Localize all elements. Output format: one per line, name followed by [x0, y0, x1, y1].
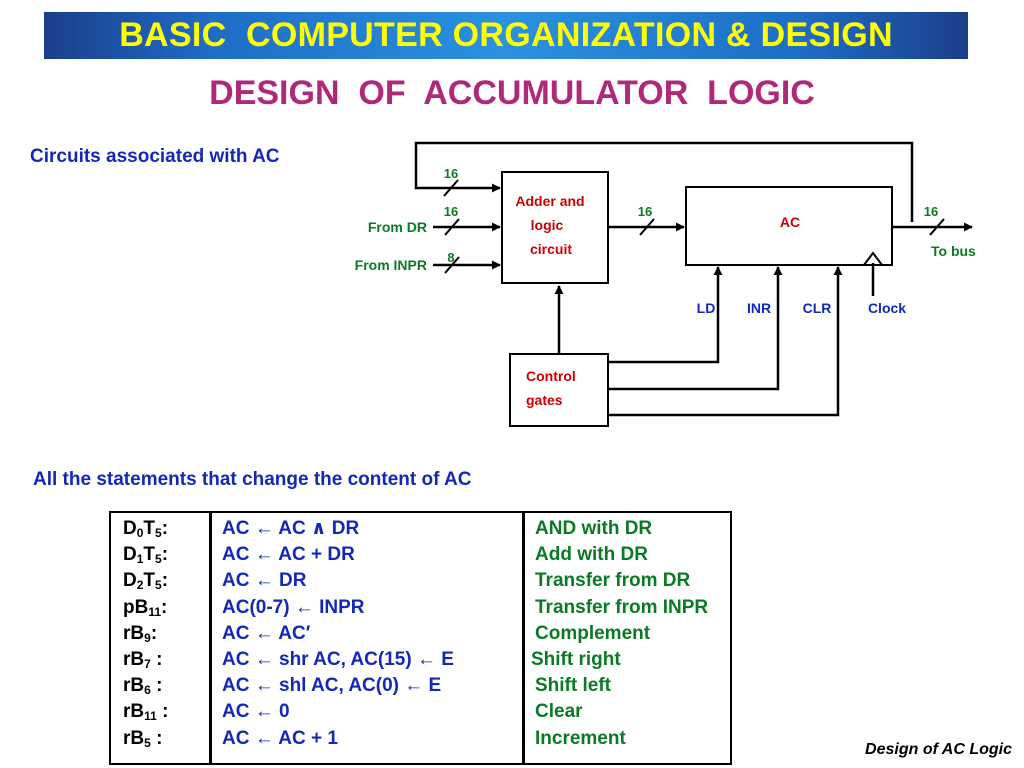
statement-operation: AC ← shl AC, AC(0) ← E [222, 675, 442, 697]
statement-condition: D0T5: [123, 518, 169, 540]
statement-condition: D1T5: [123, 544, 169, 567]
adder-label-line2: logic [531, 217, 564, 233]
from-inpr-slash [444, 256, 460, 274]
header-bar [44, 12, 968, 59]
inr-label: INR [747, 300, 771, 316]
from-inpr-label: From INPR [355, 257, 427, 273]
statement-description: Transfer from DR [535, 570, 691, 592]
adder-logic-block [501, 171, 609, 284]
from-dr-slash [444, 218, 460, 236]
ac-out-slash [929, 218, 945, 236]
statement-condition: D2T5: [123, 570, 169, 593]
statement-description: Clear [535, 701, 583, 723]
adder-to-ac-bus-width: 16 [638, 204, 652, 219]
statement-description: Shift right [531, 648, 621, 670]
control-label-line1: Control [526, 368, 576, 384]
statement-condition: rB7 : [123, 648, 163, 671]
statement-description: Transfer from INPR [535, 596, 709, 618]
from-dr-label: From DR [368, 219, 427, 235]
control-label-line2: gates [526, 392, 563, 408]
feedback-bus-slash [443, 179, 459, 197]
to-bus-label: To bus [931, 243, 976, 259]
statement-condition: rB11 : [123, 701, 169, 724]
ac-out-bus-width: 16 [924, 204, 938, 219]
from-dr-bus-width: 16 [444, 204, 458, 219]
inr-signal-line [608, 266, 783, 391]
statement-description: Complement [535, 622, 651, 644]
ac-label: AC [780, 214, 800, 230]
ld-signal-line [608, 266, 723, 364]
ld-label: LD [697, 300, 716, 316]
adder-label-line1: Adder and [515, 193, 584, 209]
control-gates-block [509, 353, 609, 427]
header-title: BASIC COMPUTER ORGANIZATION & DESIGN [119, 16, 893, 54]
slide-title: DESIGN OF ACCUMULATOR LOGIC [209, 74, 815, 112]
statement-operation: AC ← AC ∧ DR [222, 518, 360, 539]
statement-condition: rB6 : [123, 675, 163, 698]
statement-operation: AC ← AC + DR [222, 544, 355, 566]
description-column: AND with DR Add with DR Transfer from DR Tr… [524, 512, 732, 764]
ac-register-block [685, 186, 893, 266]
clock-label: Clock [868, 300, 906, 316]
statement-description: Add with DR [535, 544, 648, 566]
statement-operation: AC ← AC′ [222, 622, 311, 644]
ac-statements-table: D0T5: D1T5: D2T5: pB11: rB9: rB7 : rB6 : rB11 :… [109, 511, 732, 765]
feedback-bus-width: 16 [444, 166, 458, 181]
operation-column: AC ← AC ∧ DR AC ← AC + DR AC ← DR AC(0-7) ←… [210, 512, 525, 764]
clock-edge-symbol [863, 251, 883, 266]
adder-label-line3: circuit [530, 241, 572, 257]
statement-operation: AC(0-7) ← INPR [222, 596, 365, 618]
statement-description: Increment [535, 727, 626, 749]
statement-condition: rB9: [123, 622, 158, 645]
statement-description: Shift left [535, 675, 611, 697]
statement-description: AND with DR [535, 518, 653, 539]
statement-operation: AC ← DR [222, 570, 307, 592]
statement-operation: AC ← 0 [222, 701, 290, 723]
statements-heading: All the statements that change the conte… [33, 469, 472, 490]
feedback-bus-line [414, 141, 914, 222]
statement-condition: pB11: [123, 596, 168, 619]
condition-column: D0T5: D1T5: D2T5: pB11: rB9: rB7 : rB6 : rB11 :… [110, 512, 212, 764]
statement-operation: AC ← AC + 1 [222, 727, 338, 749]
adder-to-ac-slash [639, 218, 655, 236]
footer-caption: Design of AC Logic [865, 741, 1012, 758]
circuits-heading: Circuits associated with AC [30, 146, 280, 167]
clr-label: CLR [803, 300, 832, 316]
statement-operation: AC ← shr AC, AC(15) ← E [222, 648, 454, 670]
statement-condition: rB5 : [123, 727, 163, 750]
clr-signal-line [608, 266, 843, 417]
from-inpr-bus-width: 8 [447, 250, 454, 265]
